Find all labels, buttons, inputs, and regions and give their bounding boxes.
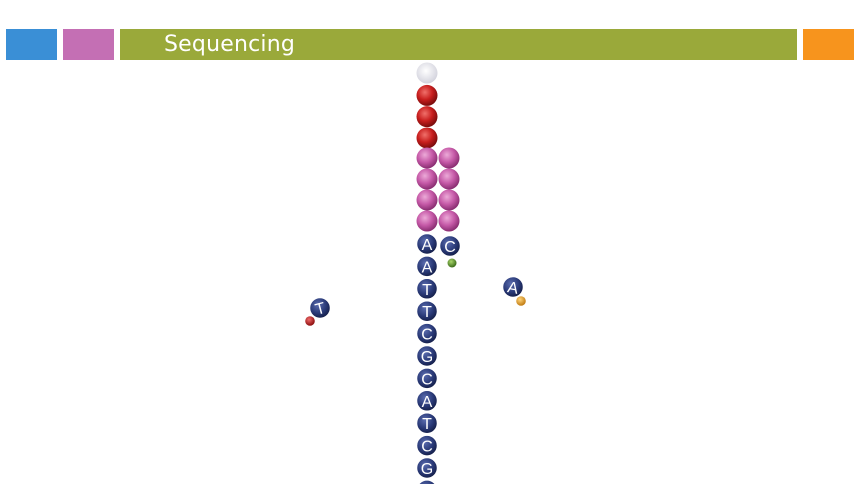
strand-top-cap (416, 62, 438, 84)
primer-bead (416, 127, 438, 149)
free-nucleotide-tag (305, 316, 315, 326)
template-base (415, 232, 439, 256)
template-base-partial (417, 479, 437, 484)
template-base (415, 299, 439, 323)
template-base (415, 389, 439, 413)
template-base (415, 255, 439, 278)
primer-bead (416, 106, 438, 128)
template-base (415, 322, 439, 345)
free-nucleotide-letter: A (506, 279, 520, 298)
pink-bead-left (416, 168, 438, 190)
free-nucleotide-tag (516, 296, 526, 306)
pink-bead-right (438, 210, 460, 232)
pink-bead-right (438, 147, 460, 169)
primer-bead (416, 84, 438, 106)
template-base-letter: T (422, 304, 432, 321)
template-base-letter: A (422, 237, 433, 254)
free-nucleotide (501, 275, 525, 299)
template-base (415, 344, 439, 368)
template-base (415, 277, 439, 301)
template-base-letter: A (422, 259, 433, 276)
template-base-letter: G (421, 349, 433, 366)
template-base (415, 456, 439, 480)
free-nucleotide-letter: T (313, 300, 327, 319)
template-base-letter: T (422, 282, 432, 299)
pink-bead-left (416, 210, 438, 232)
template-base (415, 411, 439, 435)
pink-bead-left (416, 189, 438, 211)
template-base (415, 434, 439, 457)
incorporated-base (438, 234, 462, 258)
green-fluorescent-tag (447, 258, 457, 268)
header-orange-block (803, 29, 854, 60)
template-base (415, 367, 439, 390)
header-blue-block (6, 29, 57, 60)
template-base-letter: C (421, 371, 433, 388)
free-nucleotide (308, 296, 332, 320)
template-base-letter: G (421, 461, 433, 478)
template-base-letter: A (422, 394, 433, 411)
header-pink-block (63, 29, 114, 60)
template-base-letter: T (422, 416, 432, 433)
template-base-letter: C (421, 439, 433, 456)
header-title-bar: Sequencing (120, 29, 797, 60)
pink-bead-right (438, 168, 460, 190)
template-base-letter: C (421, 327, 433, 344)
incorporated-base-letter: C (444, 239, 456, 256)
pink-bead-right (438, 189, 460, 211)
slide-title: Sequencing (164, 32, 296, 57)
pink-bead-left (416, 147, 438, 169)
free-nucleotides: TA (305, 275, 526, 326)
